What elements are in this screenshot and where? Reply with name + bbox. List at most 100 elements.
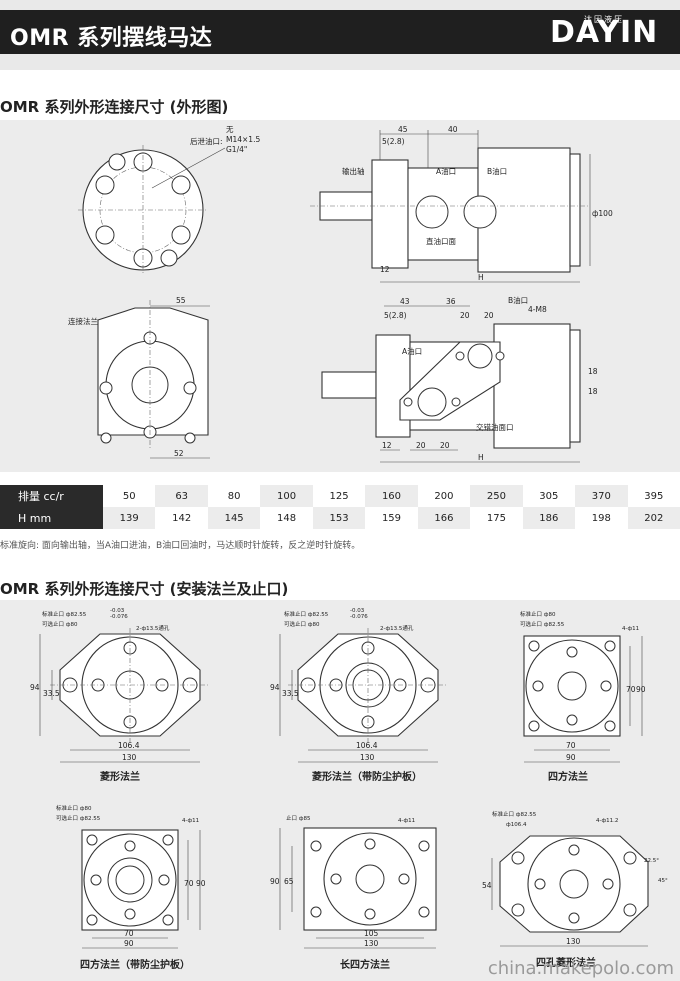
dim-H-lower: H — [478, 453, 484, 462]
logo-wordmark: DAYIN — [550, 15, 659, 50]
f2-opt-stop: 可选止口 ф80 — [284, 620, 320, 628]
header-band: OMR 系列摆线马达 达因液压 DAYIN — [0, 0, 680, 70]
f6-phi: ф106.4 — [506, 822, 527, 828]
table-cell: 153 — [312, 507, 366, 529]
table-cell: 139 — [103, 507, 156, 529]
rear-port-label: 后泄油口: — [190, 136, 223, 146]
f2-h1: 94 — [270, 683, 280, 692]
dim-36: 36 — [446, 297, 456, 306]
rear-port-g14: G1/4" — [226, 145, 247, 154]
table-cell: 80 — [207, 485, 261, 507]
f6-holes: 4-ф11.2 — [596, 818, 618, 824]
f3-h1: 70 — [626, 685, 636, 694]
table-cell: 159 — [365, 507, 418, 529]
flange-diamond-dust: 标准止口 ф82.55 -0.03 -0.076 可选止口 ф80 2-ф13.… — [270, 608, 448, 783]
dim-H-top: H — [478, 273, 484, 282]
port-a-label-top: A油口 — [436, 166, 456, 176]
f4-opt-stop: 可选止口 ф82.55 — [56, 814, 101, 822]
dim-20-d: 20 — [440, 441, 450, 450]
dim-phi100: ф100 — [592, 209, 613, 218]
f2-tol-lower: -0.076 — [350, 614, 368, 620]
f2-caption: 菱形法兰（带防尘护板） — [312, 770, 422, 783]
front-view-round: 后泄油口: 无 M14×1.5 G1/4" — [78, 125, 260, 275]
side-view-lower: 43 36 5(2.8) 20 20 B油口 4-M8 A油口 交错油面口 18… — [321, 295, 598, 463]
m8-label: 4-M8 — [528, 305, 547, 314]
table-cell: 395 — [627, 485, 680, 507]
table-cell: 148 — [260, 507, 313, 529]
flange-four-hole-diamond: 标准止口 ф82.55 ф106.4 4-ф11.2 130 54 22.5° … — [482, 810, 668, 969]
flange-label: 连接法兰 — [68, 316, 98, 326]
dim-18-b: 18 — [588, 387, 598, 396]
table-cell: 198 — [575, 507, 628, 529]
flange-drawings: 标准止口 ф82.55 -0.03 -0.076 可选止口 ф80 2-ф13.… — [30, 608, 668, 971]
flange-diamond: 标准止口 ф82.55 -0.03 -0.076 可选止口 ф80 2-ф13.… — [30, 608, 210, 783]
f4-h2: 90 — [196, 879, 206, 888]
f5-h2: 65 — [284, 877, 294, 886]
f2-tol-upper: -0.03 — [350, 608, 365, 614]
side-port-face-label: 交错油面口 — [476, 422, 514, 432]
f3-w2: 90 — [566, 753, 576, 762]
f1-w1: 106.4 — [118, 741, 140, 750]
f2-w2: 130 — [360, 753, 375, 762]
f5-caption: 长四方法兰 — [340, 958, 390, 971]
f2-holes: 2-ф13.5通孔 — [380, 624, 414, 632]
dim-43: 43 — [400, 297, 410, 306]
dim-45: 45 — [398, 125, 408, 134]
dim-12-top: 12 — [380, 265, 390, 274]
f3-h2: 90 — [636, 685, 646, 694]
rear-port-m14: M14×1.5 — [226, 135, 260, 144]
port-b-label-lower: B油口 — [508, 295, 528, 305]
f4-h1: 70 — [184, 879, 194, 888]
rotation-note: 标准旋向: 面向输出轴，当A油口进油，B油口回油时，马达顺时针旋转，反之逆时针旋… — [0, 541, 361, 551]
f1-h1: 94 — [30, 683, 40, 692]
outline-drawings: 后泄油口: 无 M14×1.5 G1/4" 45 40 5(2.8) ф100 … — [68, 125, 613, 463]
f4-w2: 90 — [124, 939, 134, 948]
f6-std-stop: 标准止口 ф82.55 — [492, 810, 537, 818]
f3-caption: 四方法兰 — [548, 770, 588, 783]
f4-std-stop: 标准止口 ф80 — [56, 804, 92, 812]
port-b-label-top: B油口 — [487, 166, 507, 176]
f5-w2: 130 — [364, 939, 379, 948]
f1-holes: 2-ф13.5通孔 — [136, 624, 170, 632]
f5-h1: 90 — [270, 877, 280, 886]
table-cell: 125 — [312, 485, 366, 507]
table-cell: 175 — [470, 507, 523, 529]
table-cell: 160 — [365, 485, 418, 507]
table-cell: 142 — [155, 507, 208, 529]
row-label-height: H mm — [0, 507, 103, 529]
dim-20-a: 20 — [460, 311, 470, 320]
f5-stop: 止口 ф85 — [286, 814, 311, 822]
dim-20-b: 20 — [484, 311, 494, 320]
title-bar — [0, 10, 680, 54]
port-face-label: 直油口面 — [426, 236, 456, 246]
rear-port-none: 无 — [226, 125, 234, 134]
f3-opt-stop: 可选止口 ф82.55 — [520, 620, 565, 628]
f1-w2: 130 — [122, 753, 137, 762]
dim-5-28-lower: 5(2.8) — [384, 311, 407, 320]
f5-w1: 105 — [364, 929, 379, 938]
f1-h2: 33.5 — [43, 689, 60, 698]
f3-std-stop: 标准止口 ф80 — [520, 610, 556, 618]
port-a-label-lower: A油口 — [402, 346, 422, 356]
flange-square: 标准止口 ф80 可选止口 ф82.55 4-ф11 70 90 70 90 四… — [520, 610, 646, 783]
f6-w2: 54 — [482, 881, 492, 890]
f2-std-stop: 标准止口 ф82.55 — [284, 610, 329, 618]
dim-55: 55 — [176, 296, 186, 305]
side-view-top: 45 40 5(2.8) ф100 H 12 输出轴 A油口 B油口 直油口面 — [310, 125, 613, 283]
f3-w1: 70 — [566, 741, 576, 750]
output-shaft-label: 输出轴 — [342, 166, 365, 176]
section1-title: OMR 系列外形连接尺寸 (外形图) — [0, 98, 229, 116]
f2-h2: 33.5 — [282, 689, 299, 698]
f1-tol-lower: -0.076 — [110, 614, 128, 620]
dim-18-a: 18 — [588, 367, 598, 376]
flange-square-dust: 标准止口 ф80 可选止口 ф82.55 4-ф11 70 90 70 90 四… — [56, 804, 206, 971]
f6-w1: 130 — [566, 937, 581, 946]
f4-caption: 四方法兰（带防尘护板） — [80, 958, 190, 971]
front-view-flange: 55 52 连接法兰 — [68, 296, 210, 459]
dim-12-lower: 12 — [382, 441, 392, 450]
table-cell: 186 — [522, 507, 576, 529]
table-cell: 63 — [155, 485, 208, 507]
table-cell: 202 — [627, 507, 680, 529]
f6-caption: 四孔菱形法兰 — [536, 956, 596, 969]
table-cell: 145 — [207, 507, 261, 529]
